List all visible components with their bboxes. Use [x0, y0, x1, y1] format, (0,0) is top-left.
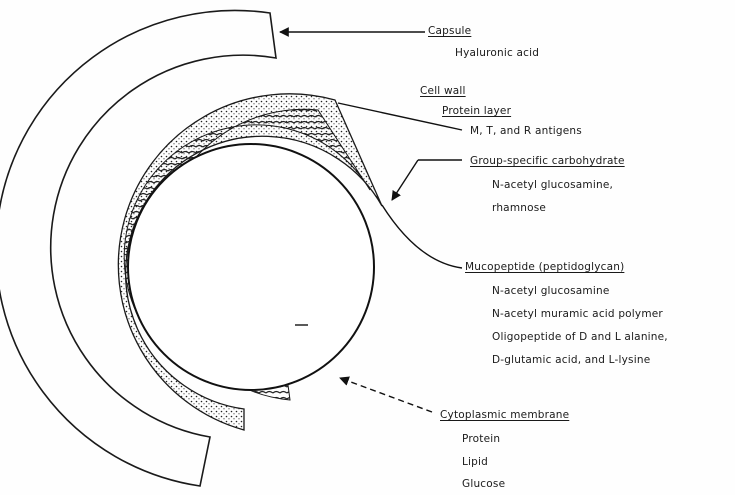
membrane-item-2: Lipid: [462, 456, 488, 468]
carbohydrate-item-2: rhamnose: [492, 202, 546, 214]
mucopeptide-heading-text: Mucopeptide (peptidoglycan): [465, 261, 624, 273]
mucopeptide-leader: [382, 205, 462, 268]
mucopeptide-item-4: D-glutamic acid, and L-lysine: [492, 354, 650, 366]
membrane-heading: Cytoplasmic membrane: [440, 409, 569, 421]
mucopeptide-item-3: Oligopeptide of D and L alanine,: [492, 331, 668, 343]
capsule-item: Hyaluronic acid: [455, 47, 539, 59]
antigens-item: M, T, and R antigens: [470, 125, 582, 137]
membrane-leader: [340, 378, 432, 412]
membrane-item-3: Glucose: [462, 478, 505, 490]
capsule-heading: Capsule: [428, 25, 471, 37]
membrane-item-1: Protein: [462, 433, 500, 445]
protein-layer-heading: Protein layer: [442, 105, 511, 117]
carbohydrate-heading: Group-specific carbohydrate: [470, 155, 625, 167]
cell-wall-heading: Cell wall: [420, 85, 466, 97]
carbohydrate-leader-bend: [392, 160, 418, 200]
mucopeptide-heading: Mucopeptide (peptidoglycan): [465, 261, 624, 273]
cytoplasmic-membrane-shape: [128, 144, 374, 390]
mucopeptide-item-1: N-acetyl glucosamine: [492, 285, 610, 297]
mucopeptide-item-2: N-acetyl muramic acid polymer: [492, 308, 663, 320]
carbohydrate-item-1: N-acetyl glucosamine,: [492, 179, 613, 191]
